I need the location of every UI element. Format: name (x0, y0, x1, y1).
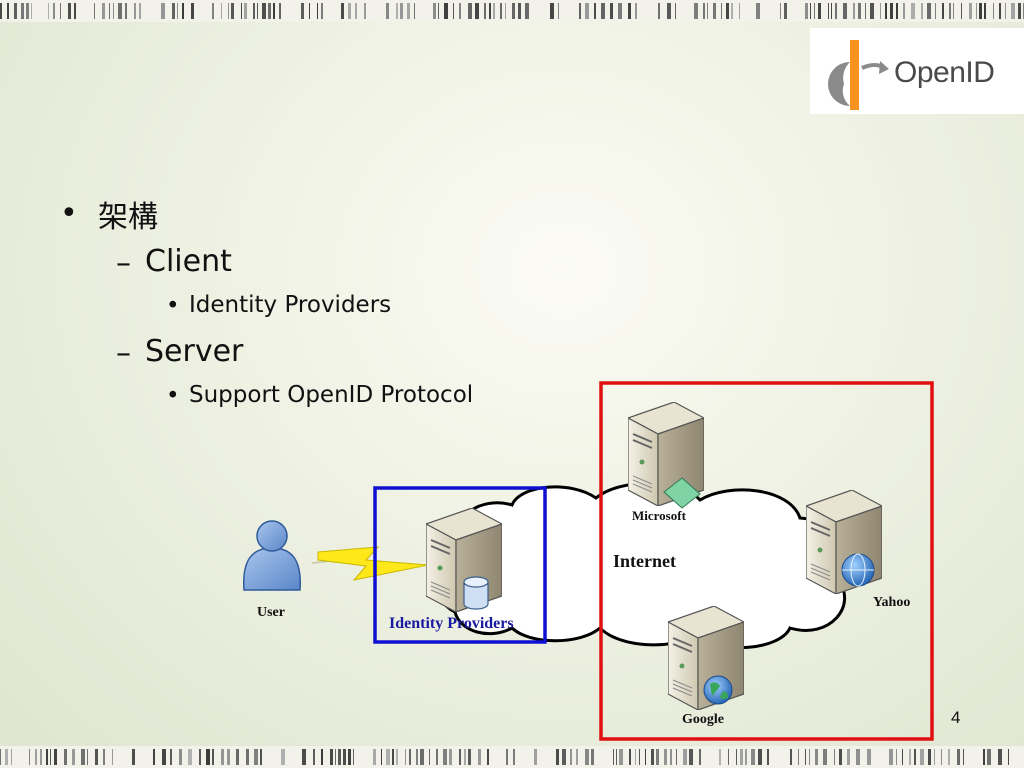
google-label: Google (682, 712, 724, 727)
user-icon (243, 520, 301, 591)
page-number: 4 (951, 708, 961, 727)
identity-providers-box (373, 486, 547, 644)
bullet-dot-small: • (166, 293, 180, 319)
bottom-barcode-strip (0, 746, 1024, 768)
yahoo-label: Yahoo (873, 595, 911, 610)
identity-providers-label: Identity Providers (389, 615, 514, 632)
dash-marker: – (116, 246, 131, 281)
bullet-server: Server (145, 334, 244, 369)
google-server-icon (668, 606, 744, 710)
bullet-identity-providers: Identity Providers (189, 292, 392, 318)
microsoft-label: Microsoft (632, 508, 686, 523)
servers-box (599, 381, 934, 741)
bullet-dot: • (60, 196, 78, 231)
bullet-support-openid: Support OpenID Protocol (189, 382, 474, 408)
openid-logo-icon (828, 40, 889, 110)
yahoo-server-icon (806, 490, 882, 594)
bullet-architecture: 架構 (98, 200, 158, 235)
internet-label: Internet (613, 551, 676, 571)
openid-logo-text: OpenID (894, 56, 995, 89)
user-label: User (257, 605, 285, 620)
connection-lightning (317, 546, 429, 581)
bullet-client: Client (145, 244, 232, 279)
openid-logo: OpenID (810, 28, 1024, 114)
dash-marker: – (116, 336, 131, 371)
identity-provider-server-icon (426, 508, 502, 612)
top-barcode-strip (0, 0, 1024, 22)
microsoft-server-icon (628, 402, 704, 509)
bullet-dot-small: • (166, 383, 180, 409)
